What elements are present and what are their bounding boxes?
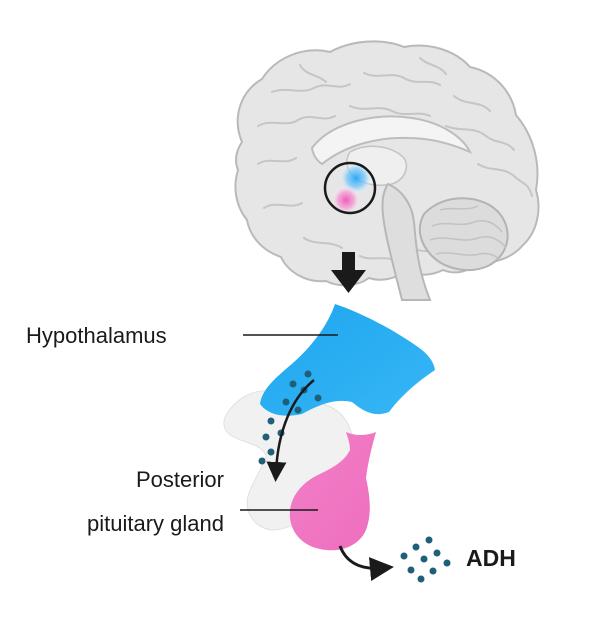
magnify-circle: [323, 161, 377, 215]
down-arrow-icon: [331, 252, 366, 293]
corpus-callosum: [310, 115, 473, 166]
transport-arrow-icon: [266, 379, 315, 482]
cerebellum: [418, 197, 509, 272]
release-arrow-icon: [338, 545, 394, 582]
enlarged-anatomy: [223, 304, 435, 551]
adh-dots-released: [400, 536, 451, 583]
cerebellum-folia: [429, 205, 507, 261]
posterior-label: Posterior: [135, 467, 224, 492]
hypothalamus-label: Hypothalamus: [26, 323, 167, 348]
pituitary-shape: [289, 432, 376, 551]
brain-illustration: [234, 40, 540, 301]
pituitary-glow: [331, 185, 361, 215]
brainstem: [381, 182, 432, 301]
adh-label: ADH: [466, 545, 516, 571]
pituitary-gland-label: pituitary gland: [87, 511, 224, 536]
